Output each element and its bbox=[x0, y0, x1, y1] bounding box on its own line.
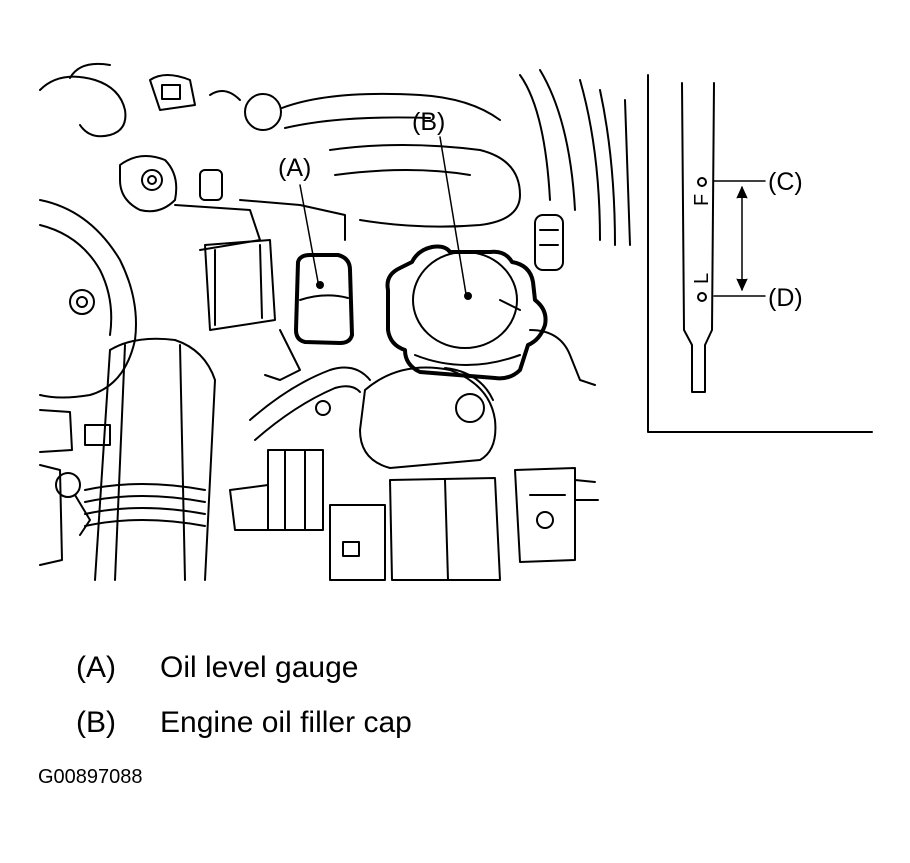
legend-item: (B) Engine oil filler cap bbox=[76, 705, 412, 741]
figure-id: G00897088 bbox=[38, 766, 143, 788]
dipstick-mark-full: F bbox=[691, 194, 713, 206]
callout-d: (D) bbox=[768, 284, 803, 312]
dipstick-mark-low: L bbox=[691, 273, 713, 284]
callout-a: (A) bbox=[278, 154, 311, 182]
legend-item: (A) Oil level gauge bbox=[76, 650, 358, 686]
oil-filler-cap bbox=[385, 244, 548, 381]
legend-key: (A) bbox=[76, 651, 116, 684]
legend-text: Engine oil filler cap bbox=[160, 706, 412, 739]
callout-b: (B) bbox=[412, 108, 445, 136]
callout-c: (C) bbox=[768, 168, 803, 196]
legend-text: Oil level gauge bbox=[160, 651, 359, 684]
dipstick-detail bbox=[647, 74, 873, 433]
oil-level-gauge bbox=[294, 253, 354, 345]
leader-lines bbox=[299, 136, 467, 295]
legend-key: (B) bbox=[76, 706, 116, 739]
engine-illustration bbox=[39, 62, 631, 581]
engine-diagram: F L (A) (B) (C) (D) bbox=[39, 62, 873, 581]
